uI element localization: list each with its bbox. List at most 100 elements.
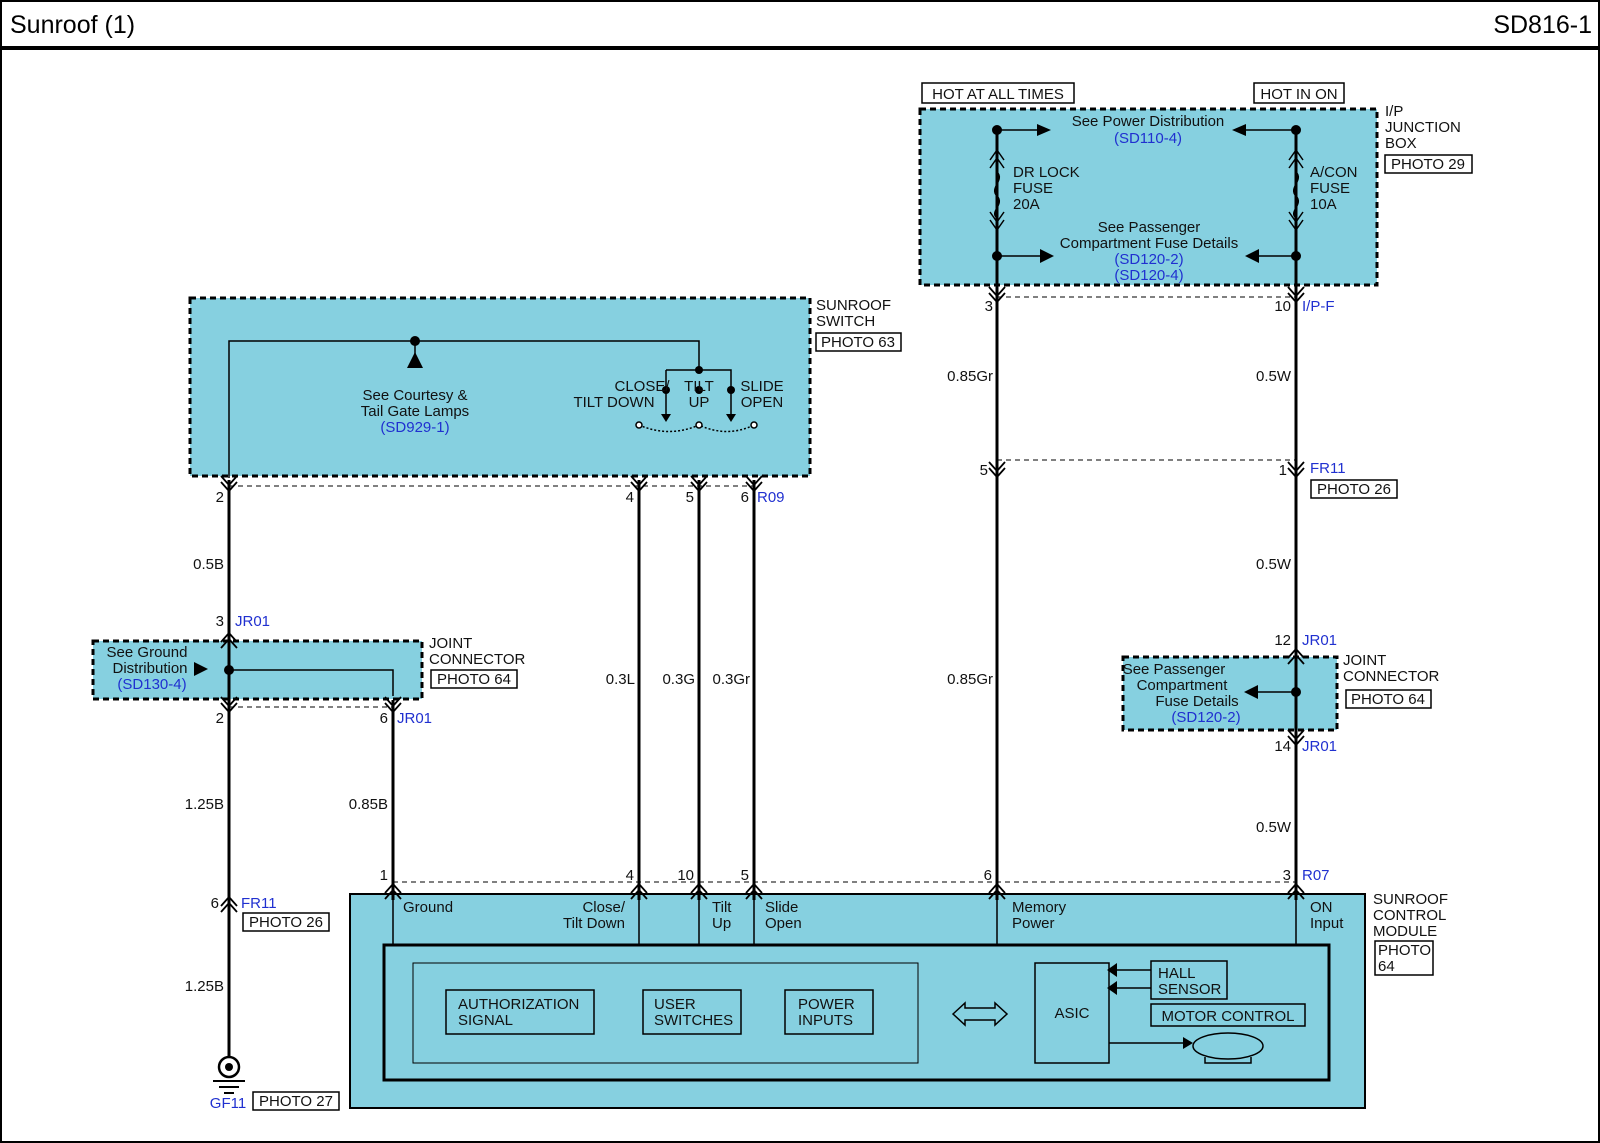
switch-pin-5: 5 [686, 489, 694, 506]
fuse1-line-2: FUSE [1013, 180, 1053, 197]
jl-ground-1: See Ground [107, 644, 188, 661]
hall-sensor-block [1150, 960, 1228, 1000]
auth-line-1: AUTHORIZATION [458, 996, 579, 1013]
module-connector: R07 [1302, 867, 1330, 884]
jr-pin-top: 12 [1274, 632, 1291, 649]
module-pin-3: 3 [1283, 867, 1291, 884]
courtesy-ref: (SD929-1) [380, 419, 449, 436]
page-header: Sunroof (1) SD816-1 [0, 0, 1600, 50]
jb-photo: PHOTO 29 [1391, 156, 1465, 173]
jb-fuse-ref-1: (SD120-2) [1114, 251, 1183, 268]
power-inputs-block [784, 989, 874, 1035]
fr11l-pin: 6 [211, 895, 219, 912]
terminal-memory-1: Memory [1012, 899, 1067, 916]
ground-point-name: GF11 [210, 1095, 246, 1112]
jb-power-dist: See Power Distribution [1072, 113, 1225, 130]
wire-label-03gr: 0.3Gr [712, 671, 750, 688]
wire-label-03g: 0.3G [662, 671, 695, 688]
switch-slide-2: OPEN [741, 394, 784, 411]
jl-name-1: JOINT [429, 635, 472, 652]
wire-label-125b-b: 1.25B [185, 978, 224, 995]
control-module-box [349, 893, 1366, 1109]
switch-name-1: SUNROOF [816, 297, 891, 314]
switch-pin-4: 4 [626, 489, 634, 506]
jb-name-2: JUNCTION [1385, 119, 1461, 136]
auth-signal-block [445, 989, 595, 1035]
module-pin-1: 1 [380, 867, 388, 884]
switch-slide-1: SLIDE [740, 378, 783, 395]
jl-photo: PHOTO 64 [437, 671, 511, 688]
switch-close-2: TILT DOWN [573, 394, 654, 411]
jr-details-ref: (SD120-2) [1171, 709, 1240, 726]
fuse-symbols [989, 148, 1304, 232]
power-line-2: INPUTS [798, 1012, 853, 1029]
jr-details-3: Fuse Details [1155, 693, 1238, 710]
ground-symbol [213, 1055, 245, 1094]
module-pin-10: 10 [677, 867, 694, 884]
motor-control-block [1150, 1003, 1306, 1027]
hall-line-2: SENSOR [1158, 981, 1222, 998]
jb-name-3: BOX [1385, 135, 1417, 152]
terminal-on-1: ON [1310, 899, 1333, 916]
terminal-memory-2: Power [1012, 915, 1055, 932]
fuse1-line-1: DR LOCK [1013, 164, 1080, 181]
signal-arrows [194, 124, 1259, 1049]
control-module-inner [382, 943, 1331, 1082]
module-pin-5: 5 [741, 867, 749, 884]
jl-ground-2: Distribution [112, 660, 187, 677]
fuse2-line-3: 10A [1310, 196, 1337, 213]
wire-label-085b: 0.85B [349, 796, 388, 813]
terminal-slide-1: Slide [765, 899, 798, 916]
fr11r-photo: PHOTO 26 [1317, 481, 1391, 498]
module-pin-4: 4 [626, 867, 634, 884]
jr-connector-top: JR01 [1302, 632, 1337, 649]
wire-label-085gr-a: 0.85Gr [947, 368, 993, 385]
wire-label-05w-a: 0.5W [1256, 368, 1292, 385]
jb-name-1: I/P [1385, 103, 1403, 120]
terminal-tilt-1: Tilt [712, 899, 732, 916]
connector-links [229, 296, 1296, 883]
asic-block [1034, 962, 1110, 1064]
hall-line-1: HALL [1158, 965, 1196, 982]
fr11l-connector: FR11 [241, 895, 277, 912]
bidirectional-arrow-icon [951, 1001, 1009, 1027]
jr-details-2: Compartment [1137, 677, 1229, 694]
wire-label-085gr-b: 0.85Gr [947, 671, 993, 688]
terminal-close-1: Close/ [582, 899, 625, 916]
user-line-1: USER [654, 996, 696, 1013]
wire-label-03l: 0.3L [606, 671, 635, 688]
module-pin-6: 6 [984, 867, 992, 884]
switch-photo: PHOTO 63 [821, 334, 895, 351]
switch-connector: R09 [757, 489, 785, 506]
terminal-close-2: Tilt Down [563, 915, 625, 932]
jr-name-2: CONNECTOR [1343, 668, 1440, 685]
jl-connector-right: JR01 [397, 710, 432, 727]
wire-label-05w-c: 0.5W [1256, 819, 1292, 836]
jl-ground-ref: (SD130-4) [117, 676, 186, 693]
jb-connector: I/P-F [1302, 298, 1335, 315]
module-name-2: CONTROL [1373, 907, 1446, 924]
jb-power-dist-ref: (SD110-4) [1114, 130, 1182, 147]
jl-connector-top: JR01 [235, 613, 270, 630]
switch-name-2: SWITCH [816, 313, 875, 330]
courtesy-line-1: See Courtesy & [362, 387, 467, 404]
jb-pin-left: 3 [985, 298, 993, 315]
label-boxes [242, 82, 1473, 1111]
asic-label: ASIC [1054, 1005, 1089, 1022]
motor-control-label: MOTOR CONTROL [1161, 1008, 1294, 1025]
switch-pin-6: 6 [741, 489, 749, 506]
fr11r-pin-right: 1 [1279, 462, 1287, 479]
jb-fuse-details-2: Compartment Fuse Details [1060, 235, 1238, 252]
module-photo-1: PHOTO [1378, 942, 1431, 959]
motor-base [1204, 1057, 1252, 1064]
sunroof-switch-box [188, 296, 812, 478]
jr-connector-bottom: JR01 [1302, 738, 1337, 755]
switch-pin-2: 2 [216, 489, 224, 506]
switch-tilt-2: UP [689, 394, 710, 411]
module-name-3: MODULE [1373, 923, 1437, 940]
jb-pin-right: 10 [1274, 298, 1291, 315]
switch-close-1: CLOSE/ [614, 378, 670, 395]
fr11l-photo: PHOTO 26 [249, 914, 323, 931]
